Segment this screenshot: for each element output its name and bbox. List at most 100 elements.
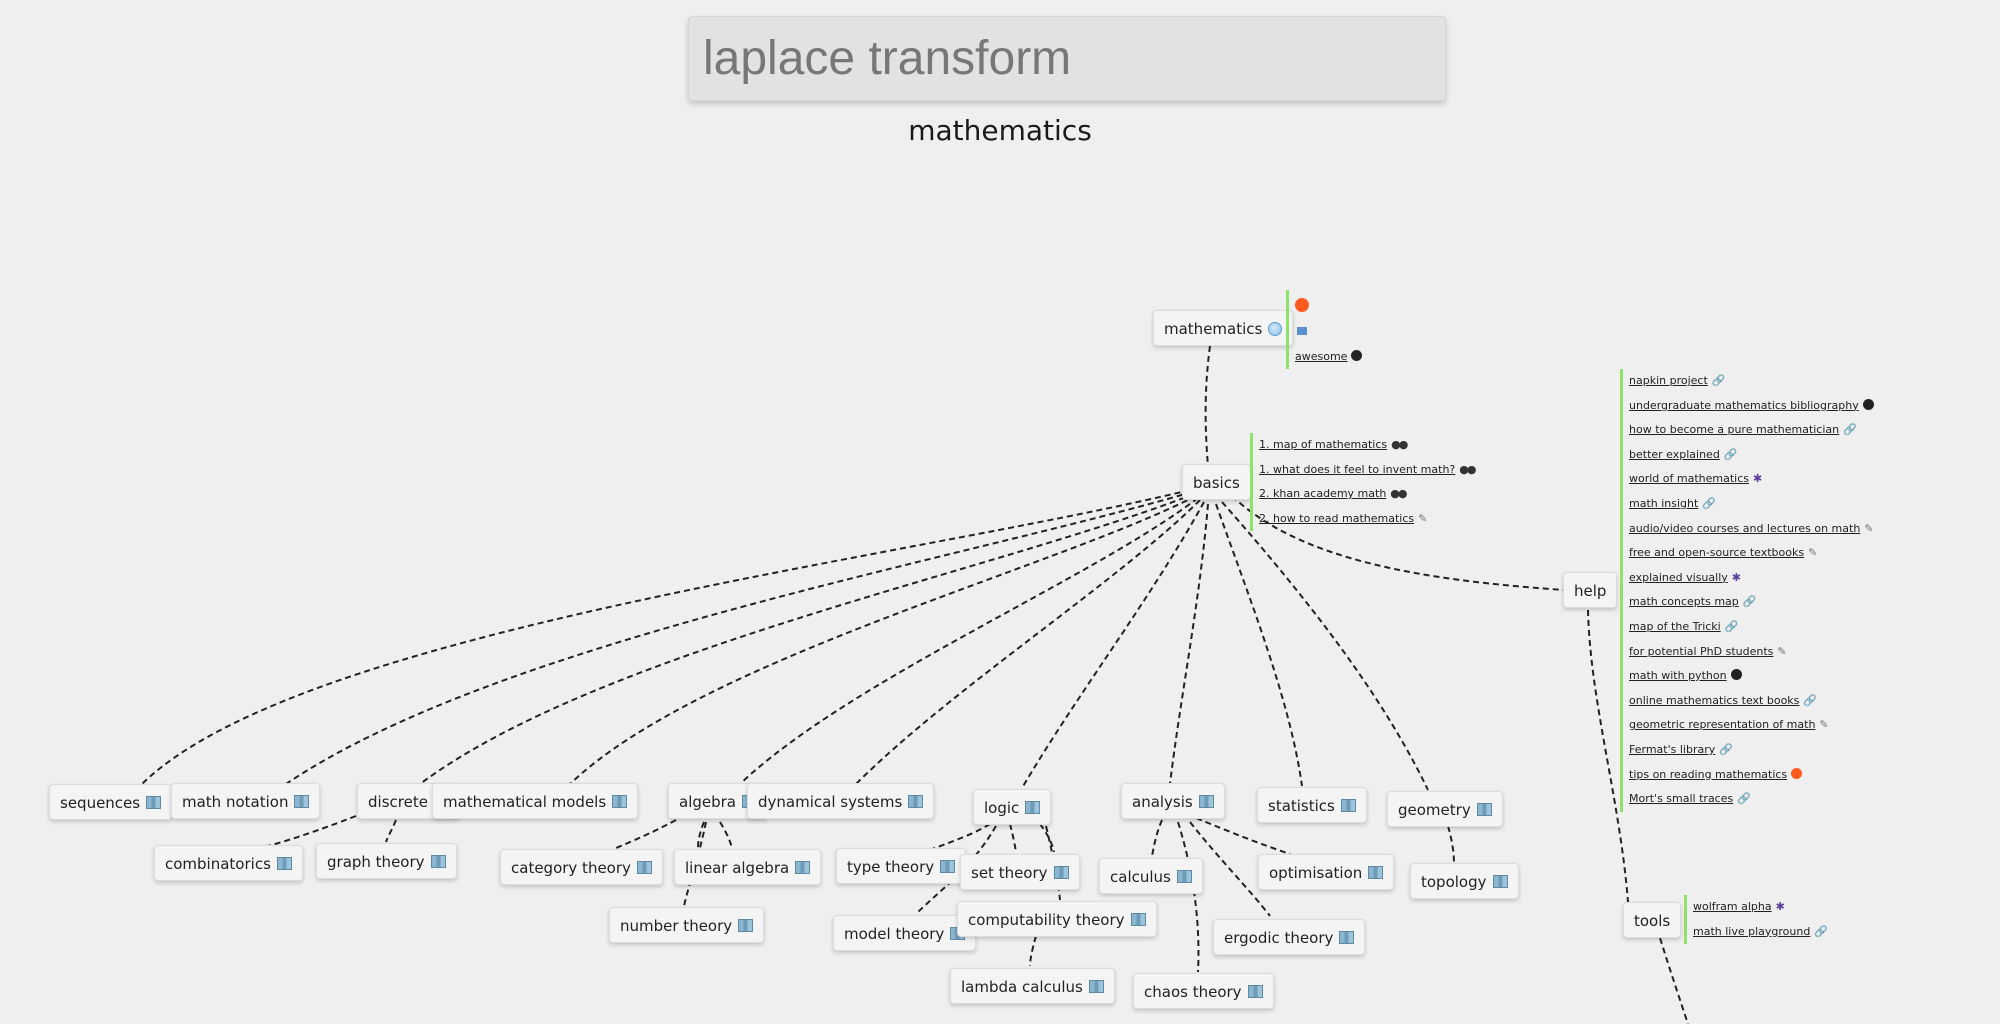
map-icon xyxy=(612,795,628,808)
link-undergrad-bibliography[interactable]: undergraduate mathematics bibliography xyxy=(1629,394,1874,419)
node-calculus[interactable]: calculus xyxy=(1099,858,1203,894)
eyes-icon: ●● xyxy=(1391,438,1408,451)
link-math-concepts-map[interactable]: math concepts map🔗 xyxy=(1629,590,1874,615)
link-world-of-mathematics[interactable]: world of mathematics✱ xyxy=(1629,467,1874,492)
edge-discrete-combinatorics xyxy=(267,815,357,847)
wolfram-icon: ✱ xyxy=(1753,472,1763,486)
link-fermats-library[interactable]: Fermat's library🔗 xyxy=(1629,738,1874,763)
node-statistics[interactable]: statistics xyxy=(1257,787,1367,823)
help-links: napkin project🔗 undergraduate mathematic… xyxy=(1620,369,1874,812)
link-geometric-representation[interactable]: geometric representation of math✎ xyxy=(1629,713,1874,738)
node-lambda-calculus[interactable]: lambda calculus xyxy=(950,968,1115,1004)
link-icon: 🔗 xyxy=(1711,374,1726,387)
link-what-does-it-feel[interactable]: 1. what does it feel to invent math?●● xyxy=(1259,458,1476,483)
reddit-icon[interactable] xyxy=(1295,298,1309,312)
node-topology[interactable]: topology xyxy=(1410,863,1519,899)
link-online-text-books[interactable]: online mathematics text books🔗 xyxy=(1629,689,1874,714)
node-category-theory[interactable]: category theory xyxy=(500,849,663,885)
link-icon: 🔗 xyxy=(1737,792,1751,806)
map-icon xyxy=(1340,799,1356,812)
node-mathematical-models[interactable]: mathematical models xyxy=(432,783,639,819)
map-icon xyxy=(1088,980,1104,993)
link-khan-academy[interactable]: 2. khan academy math●● xyxy=(1259,482,1474,507)
link-icon: 🔗 xyxy=(1723,447,1738,461)
map-icon xyxy=(146,796,162,809)
map-icon xyxy=(940,860,956,873)
node-math-notation[interactable]: math notation xyxy=(171,783,321,819)
node-logic[interactable]: logic xyxy=(973,789,1052,825)
link-tips-reading[interactable]: tips on reading mathematics xyxy=(1629,763,1874,788)
node-set-theory[interactable]: set theory xyxy=(960,854,1080,890)
link-napkin-project[interactable]: napkin project🔗 xyxy=(1629,369,1874,394)
map-icon xyxy=(738,919,754,932)
github-icon xyxy=(1351,349,1363,361)
link-better-explained[interactable]: better explained🔗 xyxy=(1629,443,1874,468)
search-input[interactable] xyxy=(688,16,1446,101)
link-icon: 🔗 xyxy=(1702,496,1717,510)
map-icon xyxy=(795,861,811,874)
link-mathematics-book[interactable] xyxy=(1295,320,1362,345)
edge-analysis-ergodic xyxy=(1189,821,1271,917)
basics-links: 1. map of mathematics●● 1. what does it … xyxy=(1250,433,1476,532)
link-map-of-mathematics[interactable]: 1. map of mathematics●● xyxy=(1259,433,1474,458)
node-help[interactable]: help xyxy=(1563,572,1618,608)
node-combinatorics[interactable]: combinatorics xyxy=(154,845,303,881)
node-model-theory[interactable]: model theory xyxy=(833,915,977,951)
map-icon xyxy=(294,795,310,808)
node-type-theory[interactable]: type theory xyxy=(836,848,967,884)
edge-analysis-optimisation xyxy=(1195,817,1291,855)
pen-icon: ✎ xyxy=(1819,718,1829,732)
link-explained-visually[interactable]: explained visually✱ xyxy=(1629,566,1874,591)
link-wolfram-alpha[interactable]: wolfram alpha✱ xyxy=(1693,895,1828,920)
edge-algebra-linear-algebra-2 xyxy=(719,821,733,849)
link-map-of-tricki[interactable]: map of the Tricki🔗 xyxy=(1629,615,1874,640)
globe-icon xyxy=(1268,322,1283,336)
link-morts-small-traces[interactable]: Mort's small traces🔗 xyxy=(1629,787,1874,812)
node-linear-algebra[interactable]: linear algebra xyxy=(674,849,822,885)
edge-analysis-calculus xyxy=(1151,819,1163,857)
link-math-with-python[interactable]: math with python xyxy=(1629,664,1874,689)
edge-analysis-chaos xyxy=(1177,821,1200,973)
node-dynamical-systems[interactable]: dynamical systems xyxy=(747,783,935,819)
node-computability-theory[interactable]: computability theory xyxy=(957,901,1157,937)
link-how-to-read[interactable]: 2. how to read mathematics✎ xyxy=(1259,507,1474,532)
node-number-theory[interactable]: number theory xyxy=(609,907,765,943)
link-icon: 🔗 xyxy=(1814,924,1829,938)
node-tools[interactable]: tools xyxy=(1623,902,1682,938)
edge-algebra-linear-algebra xyxy=(697,821,705,849)
link-phd-students[interactable]: for potential PhD students✎ xyxy=(1629,640,1874,665)
map-icon xyxy=(1198,795,1214,808)
link-math-insight[interactable]: math insight🔗 xyxy=(1629,492,1874,517)
page-title: mathematics xyxy=(908,114,1092,147)
node-basics[interactable]: basics xyxy=(1182,464,1251,500)
edge-basics-mathematical-models xyxy=(569,495,1197,785)
link-awesome[interactable]: awesome xyxy=(1295,345,1363,370)
link-math-live-playground[interactable]: math live playground🔗 xyxy=(1693,920,1828,945)
node-geometry[interactable]: geometry xyxy=(1387,791,1503,827)
map-icon xyxy=(636,861,652,874)
node-ergodic-theory[interactable]: ergodic theory xyxy=(1213,919,1366,955)
node-mathematics[interactable]: mathematics xyxy=(1153,310,1294,346)
reddit-icon xyxy=(1791,767,1803,779)
link-pure-mathematician[interactable]: how to become a pure mathematician🔗 xyxy=(1629,418,1874,443)
link-icon: 🔗 xyxy=(1843,423,1857,437)
node-graph-theory[interactable]: graph theory xyxy=(316,843,457,879)
github-icon xyxy=(1730,669,1742,681)
link-audio-video-courses[interactable]: audio/video courses and lectures on math… xyxy=(1629,517,1874,542)
node-chaos-theory[interactable]: chaos theory xyxy=(1133,973,1274,1009)
edge-geometry-topology xyxy=(1447,825,1455,865)
node-optimisation[interactable]: optimisation xyxy=(1258,854,1395,890)
link-free-textbooks[interactable]: free and open-source textbooks✎ xyxy=(1629,541,1874,566)
edge-basics-algebra xyxy=(739,497,1199,785)
edge-algebra-category-theory xyxy=(615,819,677,849)
edge-basics-geometry xyxy=(1221,501,1429,791)
tools-links: wolfram alpha✱ math live playground🔗 xyxy=(1684,895,1828,945)
node-analysis[interactable]: analysis xyxy=(1121,783,1225,819)
pen-icon: ✎ xyxy=(1808,546,1818,560)
edge-discrete-graph-theory xyxy=(385,819,397,843)
eyes-icon: ●● xyxy=(1390,487,1407,501)
edge-basics-logic xyxy=(1021,501,1205,789)
map-icon xyxy=(1025,801,1041,814)
node-sequences[interactable]: sequences xyxy=(49,784,173,820)
